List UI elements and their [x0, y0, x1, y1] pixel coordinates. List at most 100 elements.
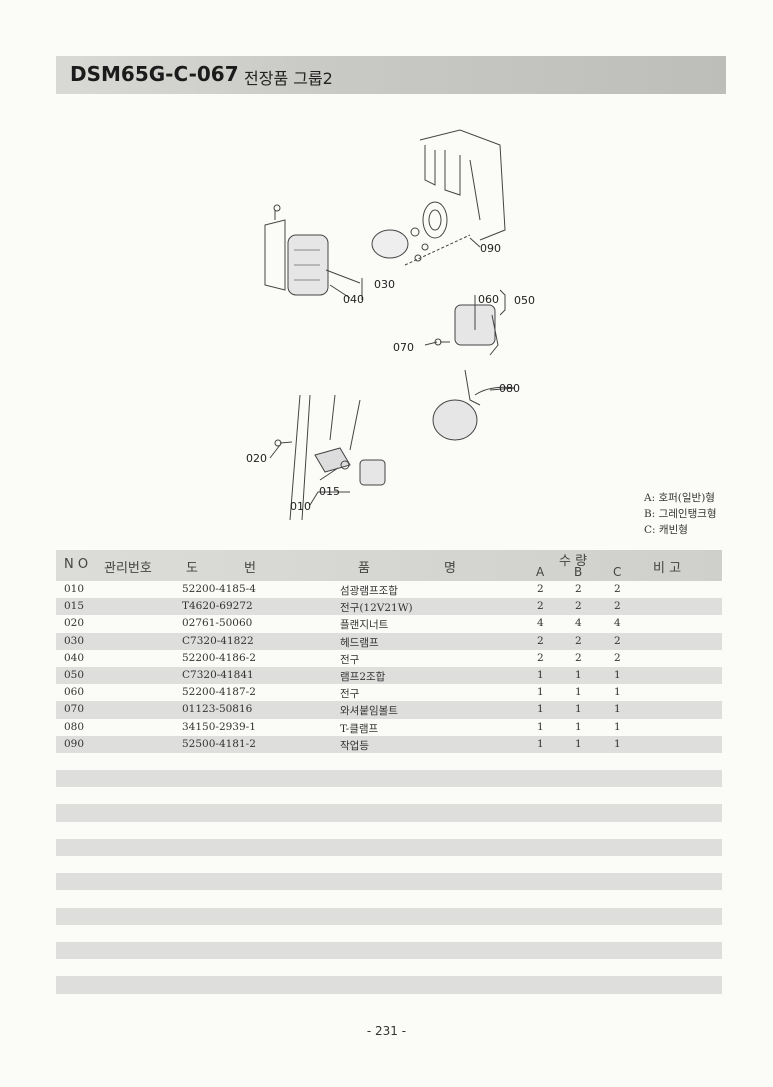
- cell-qty-c: 1: [614, 703, 621, 716]
- header-qty: 수 량: [559, 554, 588, 569]
- legend-b: B: 그레인탱크형: [644, 508, 717, 520]
- cell-no: 050: [64, 668, 85, 681]
- table-row: [56, 976, 722, 994]
- cell-qty-c: 2: [614, 634, 621, 647]
- table-header: N O 관리번호 도 번 품 명 수 량 A B C 비 고: [56, 550, 722, 581]
- cell-qty-c: 1: [614, 686, 621, 699]
- cell-qty-b: 2: [575, 600, 582, 613]
- table-row: [56, 804, 722, 822]
- header-qty-c: C: [613, 565, 622, 579]
- cell-qty-b: 2: [575, 651, 582, 664]
- cell-no: 090: [64, 737, 85, 750]
- table-row: [56, 890, 722, 907]
- cell-qty-c: 2: [614, 651, 621, 664]
- header-drawing-b: 번: [244, 561, 256, 576]
- parts-diagram: 090 030 040 060 050 070 080 020 015 010: [246, 129, 535, 521]
- header-name-b: 명: [444, 561, 456, 576]
- cell-qty-a: 2: [537, 634, 544, 647]
- cell-qty-a: 1: [537, 703, 544, 716]
- callout-015: 015: [319, 485, 340, 498]
- cell-no: 080: [64, 720, 85, 733]
- cell-part-name: T-클램프: [340, 722, 379, 735]
- cell-qty-a: 1: [537, 686, 544, 699]
- callout-070: 070: [393, 341, 414, 354]
- cell-part-name: 와셔붙임볼트: [340, 705, 398, 718]
- table-row: [56, 822, 722, 839]
- header-remark: 비 고: [653, 561, 682, 576]
- cell-drawing-no: 34150-2939-1: [182, 720, 256, 733]
- table-row: [56, 941, 722, 960]
- variant-legend: A: 호퍼(일반)형 B: 그레인탱크형 C: 캐빈형: [644, 490, 717, 538]
- cell-qty-b: 1: [575, 668, 582, 681]
- cell-qty-b: 2: [575, 634, 582, 647]
- cell-drawing-no: 52200-4185-4: [182, 583, 256, 595]
- table-row: [56, 856, 722, 873]
- header-qty-a: A: [536, 565, 545, 579]
- table-row: [56, 925, 722, 942]
- header-drawing-a: 도: [186, 561, 198, 576]
- cell-qty-a: 1: [537, 737, 544, 750]
- cell-qty-b: 1: [575, 703, 582, 716]
- cell-drawing-no: 02761-50060: [182, 617, 253, 630]
- cell-qty-a: 2: [537, 583, 544, 595]
- table-row: [56, 770, 722, 788]
- page-number: - 231 -: [366, 1024, 407, 1038]
- cell-drawing-no: T4620-69272: [182, 600, 253, 613]
- cell-part-name: 플랜지너트: [340, 619, 389, 632]
- cell-part-name: 전구: [340, 653, 360, 666]
- legend-c: C: 캐빈형: [644, 524, 688, 536]
- callout-010: 010: [290, 500, 311, 513]
- cell-no: 060: [64, 686, 85, 699]
- cell-part-name: 헤드램프: [340, 636, 379, 649]
- callout-030: 030: [374, 278, 395, 291]
- legend-a: A: 호퍼(일반)형: [644, 492, 715, 504]
- cell-qty-c: 1: [614, 668, 621, 681]
- cell-part-name: 작업등: [340, 739, 369, 752]
- callout-020: 020: [246, 452, 267, 465]
- cell-no: 030: [64, 634, 85, 647]
- callout-050: 050: [514, 294, 535, 307]
- header-name-a: 품: [358, 561, 370, 576]
- cell-qty-b: 1: [575, 720, 582, 733]
- table-row: [56, 907, 722, 925]
- header-qty-b: B: [574, 565, 583, 579]
- cell-qty-b: 2: [575, 583, 582, 595]
- cell-no: 015: [64, 600, 85, 613]
- page-title-code: DSM65G-C-067: [70, 62, 239, 86]
- header-mgmt: 관리번호: [104, 561, 152, 576]
- cell-drawing-no: 01123-50816: [182, 703, 253, 716]
- cell-qty-c: 4: [614, 617, 621, 630]
- table-row: [56, 873, 722, 891]
- cell-no: 070: [64, 703, 85, 716]
- cell-qty-b: 4: [575, 617, 582, 630]
- cell-qty-a: 2: [537, 600, 544, 613]
- cell-qty-b: 1: [575, 737, 582, 750]
- cell-part-name: 전구(12V21W): [340, 602, 413, 615]
- cell-drawing-no: 52500-4181-2: [182, 737, 256, 750]
- table-row: 090 52500-4181-2 작업등 1 1 1: [56, 735, 722, 753]
- page-title-bar: DSM65G-C-067 전장품 그룹2: [56, 56, 726, 94]
- cell-qty-a: 1: [537, 720, 544, 733]
- cell-drawing-no: 52200-4187-2: [182, 686, 256, 699]
- cell-drawing-no: C7320-41841: [182, 668, 254, 681]
- table-row: [56, 959, 722, 976]
- cell-qty-c: 1: [614, 737, 621, 750]
- cell-no: 020: [64, 617, 85, 630]
- callout-060: 060: [478, 293, 499, 306]
- table-row: [56, 838, 722, 856]
- table-row: 070 01123-50816 와셔붙임볼트 1 1 1: [56, 701, 722, 719]
- table-row: [56, 753, 722, 770]
- header-no: N O: [64, 557, 89, 572]
- cell-qty-c: 2: [614, 583, 621, 595]
- table-row: [56, 787, 722, 804]
- cell-drawing-no: 52200-4186-2: [182, 651, 256, 664]
